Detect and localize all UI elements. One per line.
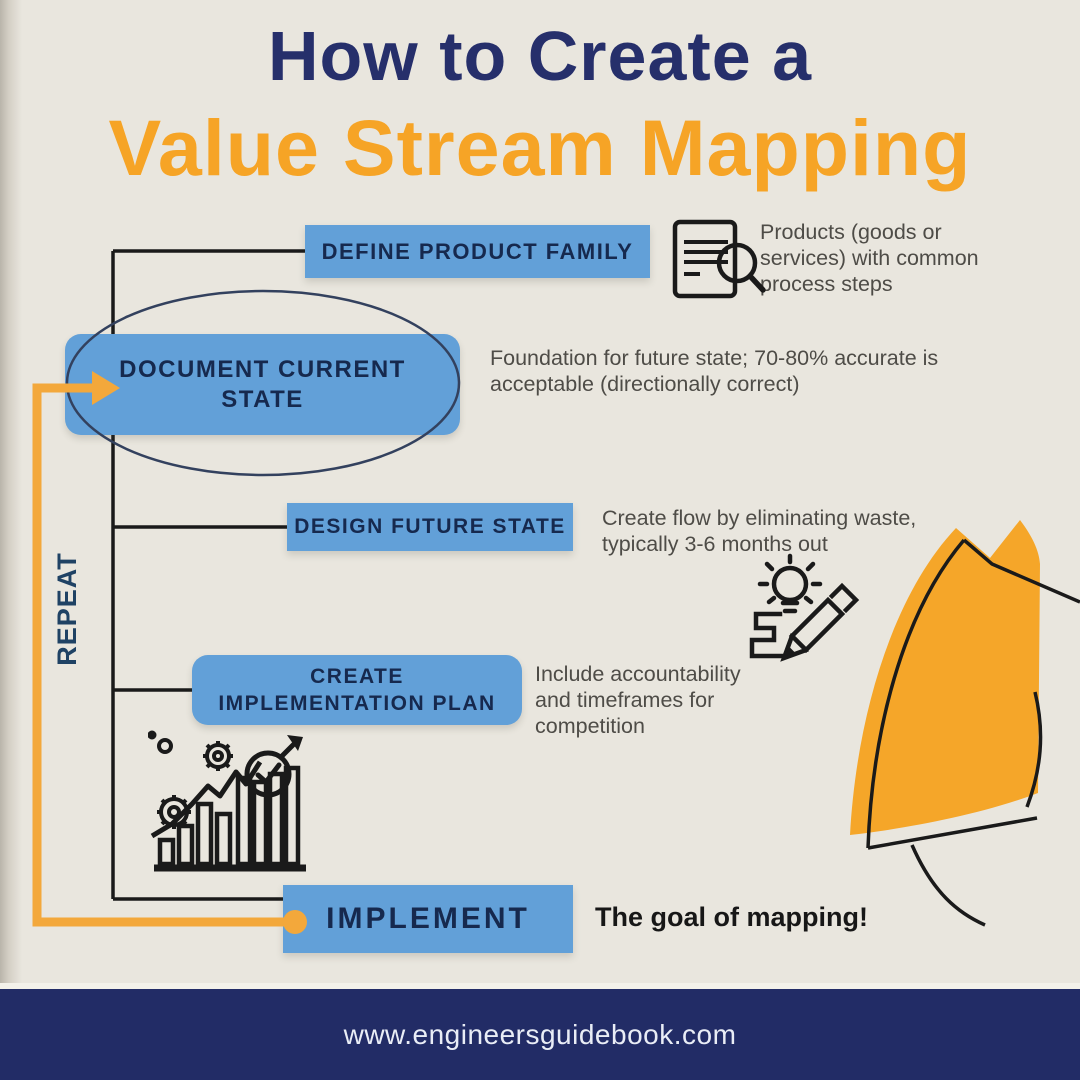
- step-description-create: Include accountability and timeframes fo…: [535, 662, 741, 739]
- footer-bar: www.engineersguidebook.com: [0, 989, 1080, 1080]
- repeat-label: REPEAT: [52, 552, 82, 666]
- step-label: CREATE IMPLEMENTATION PLAN: [218, 664, 496, 715]
- step-box-define-product-family: DEFINE PRODUCT FAMILY: [305, 225, 650, 278]
- step-box-document-current-state: DOCUMENT CURRENT STATE: [65, 334, 460, 435]
- document-search-icon: [672, 219, 766, 299]
- footer-divider: [0, 983, 1080, 989]
- step-description-define: Products (goods or services) with common…: [760, 220, 979, 297]
- step-label: DESIGN FUTURE STATE: [294, 515, 566, 538]
- step-box-design-future-state: DESIGN FUTURE STATE: [287, 503, 573, 551]
- step-description-design: Create flow by eliminating waste, typica…: [602, 506, 917, 557]
- flower-petal-decoration-icon: [850, 520, 1080, 927]
- idea-sketch-icon: [749, 553, 860, 662]
- page-edge-shadow: [0, 0, 22, 986]
- step-label: DOCUMENT CURRENT STATE: [119, 355, 406, 413]
- step-description-implement: The goal of mapping!: [595, 902, 868, 932]
- page-title-line2: Value Stream Mapping: [108, 103, 972, 192]
- growth-chart-icon: [148, 730, 306, 872]
- step-description-document: Foundation for future state; 70-80% accu…: [490, 346, 939, 397]
- step-label: IMPLEMENT: [326, 902, 530, 935]
- page-title-line1: How to Create a: [268, 17, 812, 95]
- step-box-implement: IMPLEMENT: [283, 885, 573, 953]
- step-label: DEFINE PRODUCT FAMILY: [321, 238, 634, 264]
- footer-url: www.engineersguidebook.com: [343, 1018, 737, 1050]
- step-box-create-implementation-plan: CREATE IMPLEMENTATION PLAN: [192, 655, 522, 725]
